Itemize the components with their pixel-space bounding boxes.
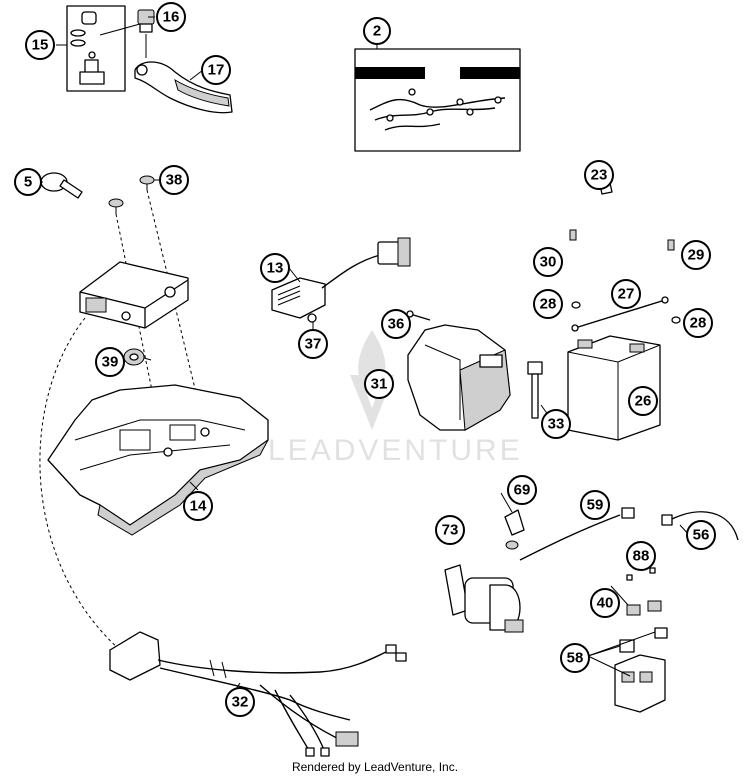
handlebar-switch-group bbox=[66, 5, 126, 92]
callout-59: 59 bbox=[580, 490, 610, 520]
svg-text:30: 30 bbox=[540, 254, 557, 271]
svg-text:28: 28 bbox=[540, 296, 557, 313]
svg-text:88: 88 bbox=[633, 548, 650, 565]
svg-text:27: 27 bbox=[618, 286, 635, 303]
svg-text:39: 39 bbox=[102, 354, 119, 371]
callout-27: 27 bbox=[611, 279, 641, 309]
callout-16: 16 bbox=[156, 2, 186, 32]
svg-text:5: 5 bbox=[24, 174, 32, 191]
callout-29: 29 bbox=[681, 240, 711, 270]
svg-text:14: 14 bbox=[190, 498, 207, 515]
svg-text:33: 33 bbox=[548, 416, 565, 433]
cable-tie bbox=[40, 172, 83, 199]
svg-text:69: 69 bbox=[514, 482, 531, 499]
relay-58 bbox=[614, 627, 668, 713]
callout-69: 69 bbox=[507, 475, 537, 505]
starter-motor bbox=[444, 564, 524, 633]
svg-text:59: 59 bbox=[587, 497, 604, 514]
svg-text:17: 17 bbox=[208, 62, 225, 79]
starter-cable bbox=[519, 507, 635, 561]
callout-17: 17 bbox=[201, 55, 231, 85]
battery-strap bbox=[527, 361, 543, 419]
callout-31: 31 bbox=[364, 369, 394, 399]
callout-14: 14 bbox=[183, 491, 213, 521]
battery-screws bbox=[569, 229, 675, 251]
callout-88: 88 bbox=[626, 541, 656, 571]
switch-button bbox=[99, 9, 155, 36]
svg-text:26: 26 bbox=[635, 393, 652, 410]
battery-cable bbox=[571, 296, 669, 332]
svg-text:38: 38 bbox=[166, 172, 183, 189]
grommet bbox=[123, 348, 145, 366]
watermark-text: LEADVENTURE bbox=[268, 434, 523, 467]
svg-text:37: 37 bbox=[305, 336, 322, 353]
control-unit bbox=[79, 261, 189, 329]
svg-text:56: 56 bbox=[693, 527, 710, 544]
callout-37: 37 bbox=[298, 329, 328, 359]
svg-text:58: 58 bbox=[567, 650, 584, 667]
svg-text:32: 32 bbox=[232, 694, 249, 711]
callout-15: 15 bbox=[25, 30, 55, 60]
battery-holder bbox=[407, 324, 511, 431]
electronics-tray bbox=[47, 384, 269, 536]
ground-cable bbox=[661, 511, 739, 541]
svg-text:28: 28 bbox=[690, 315, 707, 332]
callout-39: 39 bbox=[95, 347, 125, 377]
svg-text:31: 31 bbox=[371, 376, 388, 393]
screw-38 bbox=[108, 175, 155, 214]
callout-26: 26 bbox=[628, 386, 658, 416]
callout-58: 58 bbox=[560, 643, 590, 673]
callout-38: 38 bbox=[159, 165, 189, 195]
callout-13: 13 bbox=[260, 253, 290, 283]
callout-33: 33 bbox=[541, 409, 571, 439]
svg-text:73: 73 bbox=[442, 522, 459, 539]
svg-text:23: 23 bbox=[591, 167, 608, 184]
svg-text:2: 2 bbox=[373, 23, 381, 40]
callout-40: 40 bbox=[590, 588, 620, 618]
svg-text:36: 36 bbox=[388, 316, 405, 333]
fuses bbox=[626, 567, 662, 616]
washers bbox=[571, 301, 681, 324]
svg-text:40: 40 bbox=[597, 595, 614, 612]
main-wiring-harness bbox=[354, 48, 521, 152]
callout-23: 23 bbox=[584, 160, 614, 190]
nut-73 bbox=[505, 540, 519, 550]
callout-28a: 28 bbox=[533, 289, 563, 319]
callout-30: 30 bbox=[533, 247, 563, 277]
callout-5: 5 bbox=[14, 168, 42, 196]
svg-text:16: 16 bbox=[163, 9, 180, 26]
voltage-regulator bbox=[271, 237, 411, 323]
svg-text:13: 13 bbox=[267, 260, 284, 277]
sub-harness bbox=[109, 631, 407, 757]
callout-2: 2 bbox=[363, 17, 391, 45]
footer-credit: Rendered by LeadVenture, Inc. bbox=[291, 760, 459, 774]
callout-32: 32 bbox=[225, 687, 255, 717]
callout-56: 56 bbox=[686, 520, 716, 550]
callout-28b: 28 bbox=[683, 308, 713, 338]
handlebar-switch bbox=[134, 34, 233, 114]
svg-text:15: 15 bbox=[32, 37, 49, 54]
svg-text:29: 29 bbox=[688, 247, 705, 264]
bolt-36 bbox=[406, 310, 431, 321]
boot-69 bbox=[504, 509, 525, 536]
callout-36: 36 bbox=[381, 309, 411, 339]
callout-73: 73 bbox=[435, 515, 465, 545]
